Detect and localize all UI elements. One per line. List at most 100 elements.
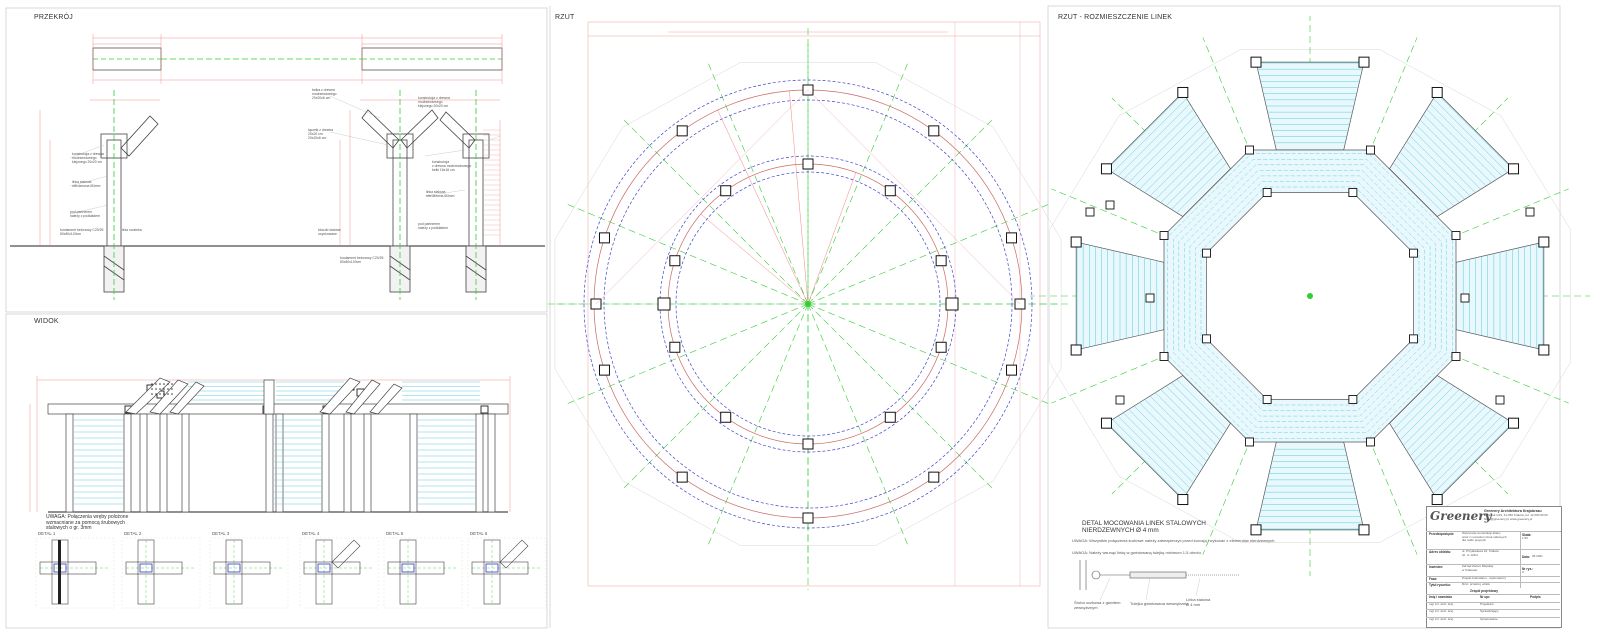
cable <box>1144 130 1207 193</box>
scale-value: 1:50 <box>1522 536 1528 540</box>
team-row-divider <box>1426 594 1560 595</box>
radial-axis <box>807 63 908 305</box>
post <box>1085 207 1095 217</box>
detail-beam <box>125 561 183 575</box>
title-block-value: ul. Przykładowa 10, Kraków dz. nr 123/4 <box>1462 549 1499 557</box>
cable <box>1149 135 1211 197</box>
detail-plate <box>401 563 415 573</box>
radius-line <box>700 213 809 305</box>
ring <box>675 171 941 437</box>
post <box>1348 188 1358 197</box>
post <box>1451 352 1461 361</box>
detail-title: DETAL 1 <box>38 531 56 536</box>
przekroj-annotation: bloczki stalowe ocynkowane <box>318 228 341 237</box>
post <box>884 411 896 423</box>
ring-cable <box>1200 186 1420 406</box>
post <box>1262 395 1272 404</box>
cable <box>1436 93 1513 170</box>
bolt <box>171 383 173 385</box>
section-title-rzut-linek: RZUT - ROZMIESZCZENIE LINEK <box>1058 14 1173 21</box>
bolt <box>151 393 153 395</box>
title-block-key: Przedsięwzięcie: <box>1429 532 1455 536</box>
detail-beam <box>213 561 271 575</box>
ring-cable <box>1178 164 1442 428</box>
radial-axis <box>623 303 809 489</box>
title-block-row-divider <box>1426 576 1560 577</box>
post <box>1250 56 1262 68</box>
radial-axis <box>807 204 1049 305</box>
post <box>1100 417 1112 429</box>
bolt <box>163 393 165 395</box>
post <box>1431 86 1443 98</box>
radial-axis <box>567 303 809 404</box>
widok-note-line: UWAGA: Połączenia wręby polożone <box>46 514 129 520</box>
title-block-value: Rzut, przekrój, widok <box>1462 582 1490 586</box>
cable <box>1155 141 1214 200</box>
cable <box>1171 157 1224 210</box>
cable <box>1413 399 1476 462</box>
team-cell: Imię i nazwisko <box>1429 595 1453 599</box>
cable <box>1165 385 1221 441</box>
cable <box>1423 114 1492 183</box>
post <box>1460 293 1470 303</box>
post <box>720 185 732 197</box>
post <box>1508 163 1520 175</box>
widok-column <box>409 413 418 513</box>
post <box>802 158 814 170</box>
cable <box>1107 422 1184 499</box>
detail-drawing <box>121 537 201 609</box>
cable <box>1139 125 1204 190</box>
bolt <box>155 388 157 390</box>
title-block-row-divider <box>1426 564 1560 565</box>
radial-axis <box>708 63 809 305</box>
detail-frame <box>299 537 379 609</box>
firm-address: ul. Szlak 1/23, 31-050 Kraków, tel. 12 0… <box>1484 513 1548 517</box>
cable <box>1112 419 1187 494</box>
cable <box>1406 392 1465 451</box>
detail-frame <box>467 537 547 609</box>
team-cell: mgr inż. arch. kraj. <box>1429 609 1454 613</box>
section-title-przekroj: PRZEKRÓJ <box>34 14 73 21</box>
center-point <box>805 301 811 307</box>
ring <box>603 99 1013 509</box>
cable <box>1107 93 1184 170</box>
team-cell: Sprawdzający <box>1480 609 1499 613</box>
cable-part-1b: zewnętrznym <box>1074 605 1098 610</box>
team-cell: Projektant <box>1480 601 1494 606</box>
cable <box>1396 157 1449 210</box>
team-row-divider <box>1426 616 1560 618</box>
post <box>1159 352 1169 361</box>
bolt <box>171 393 173 395</box>
cable <box>1155 392 1214 451</box>
bolt <box>151 388 153 390</box>
cable <box>1160 146 1217 203</box>
cable <box>1436 422 1513 499</box>
post <box>802 512 814 524</box>
detail-strut <box>331 539 361 569</box>
post <box>1105 200 1115 210</box>
post <box>1508 417 1520 429</box>
cable-detail-title-line: DETAL MOCOWANIA LINEK STALOWYCH <box>1082 520 1206 527</box>
cable-part-3b: Ø 4 mm <box>1186 602 1201 607</box>
outline <box>1048 49 1572 543</box>
title-block-value: Wykonanie konstrukcji altany wraz z mont… <box>1462 531 1507 543</box>
detail-frame <box>35 537 115 609</box>
cable <box>1429 415 1503 489</box>
post <box>676 125 688 137</box>
post <box>1115 395 1125 405</box>
post <box>669 255 681 267</box>
radial-axis <box>807 303 908 545</box>
radial-axis <box>708 303 809 545</box>
center-point <box>1307 293 1313 299</box>
title-block-key: Inwestor: <box>1429 565 1444 569</box>
cable <box>1416 125 1481 190</box>
bolt <box>159 393 161 395</box>
post <box>657 297 671 311</box>
bolt <box>167 393 169 395</box>
cable <box>1149 395 1211 457</box>
detail-post <box>483 539 501 605</box>
przekroj-annotation: pod partnerem należy z podkładem <box>70 210 100 219</box>
team-cell: Opracowanie <box>1480 616 1498 621</box>
title-block <box>1426 506 1562 628</box>
